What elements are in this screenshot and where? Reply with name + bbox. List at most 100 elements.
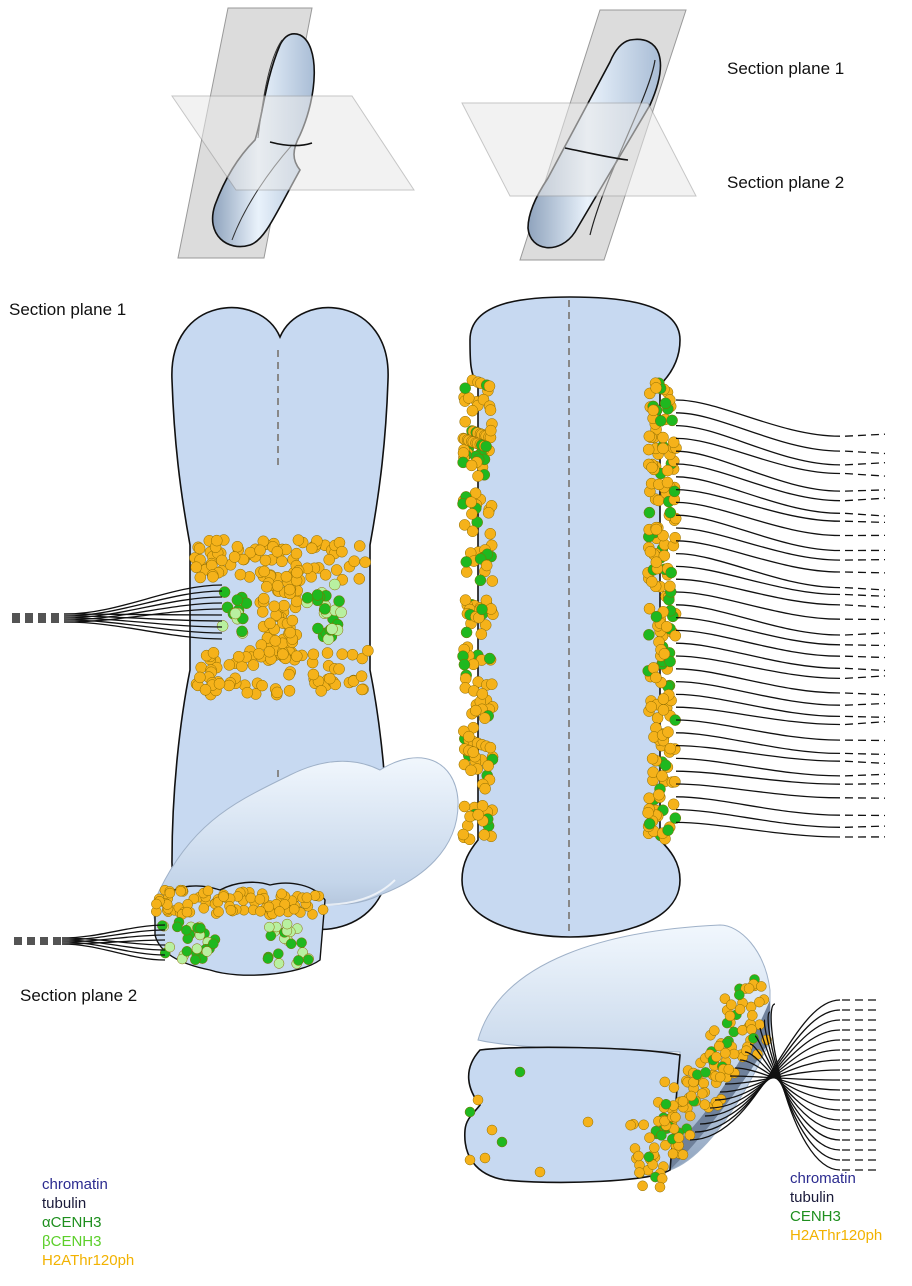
h2athr120ph-dot — [270, 635, 281, 646]
tubulin-fiber-dashed — [845, 560, 885, 561]
h2athr120ph-dot — [284, 685, 295, 696]
h2athr120ph-dot — [182, 907, 192, 917]
h2athr120ph-dot — [291, 651, 302, 662]
edge-dot — [466, 765, 477, 776]
h2athr120ph-dot — [233, 651, 244, 662]
edge-dot — [660, 398, 671, 409]
tubulin-fiber — [676, 771, 840, 784]
cenh3-dot — [329, 579, 340, 590]
edge-dot — [473, 471, 484, 482]
tubulin-fiber — [62, 944, 165, 960]
cenh3-dot — [327, 624, 338, 635]
h2athr120ph-dot — [229, 552, 240, 563]
bottom-left-fibers — [14, 925, 165, 960]
cenh3-dot — [208, 939, 218, 949]
edge-dot — [487, 576, 498, 587]
edge-dot — [662, 465, 673, 476]
scattered-dot — [535, 1167, 545, 1177]
tubulin-fiber-dashed — [845, 434, 885, 436]
h2athr120ph-dot — [272, 546, 283, 557]
legend-left: chromatin tubulin αCENH3 βCENH3 H2AThr12… — [42, 1175, 134, 1270]
h2athr120ph-dot — [151, 899, 161, 909]
edge-dot — [658, 443, 669, 454]
edge-dot — [655, 1182, 665, 1192]
cenh3-dot — [217, 620, 228, 631]
scattered-dot — [487, 1125, 497, 1135]
edge-dot — [473, 809, 484, 820]
edge-dot — [715, 1072, 725, 1082]
h2athr120ph-dot — [269, 601, 280, 612]
legend-left-h2athr120ph: H2AThr120ph — [42, 1251, 134, 1270]
cenh3-dot — [264, 922, 274, 932]
edge-dot — [643, 629, 654, 640]
h2athr120ph-dot — [257, 606, 268, 617]
h2athr120ph-dot — [308, 669, 319, 680]
edge-dot — [467, 405, 478, 416]
scattered-dot — [497, 1137, 507, 1147]
edge-dot — [638, 1181, 648, 1191]
tubulin-fiber-dashed — [845, 463, 885, 465]
tubulin-fiber-dashed — [845, 753, 885, 754]
edge-dot — [668, 1149, 678, 1159]
edge-dot — [645, 546, 656, 557]
tubulin-fiber — [676, 669, 840, 693]
h2athr120ph-dot — [291, 548, 302, 559]
edge-dot — [485, 425, 496, 436]
edge-dot — [486, 679, 497, 690]
h2athr120ph-dot — [277, 889, 287, 899]
edge-dot — [468, 747, 479, 758]
edge-dot — [484, 381, 495, 392]
h2athr120ph-dot — [308, 649, 319, 660]
edge-dot — [670, 630, 681, 641]
edge-dot — [480, 783, 491, 794]
h2athr120ph-dot — [324, 673, 335, 684]
bottom-right-section-3d — [465, 925, 880, 1192]
tubulin-fiber-dashed — [845, 656, 885, 657]
h2athr120ph-dot — [259, 566, 270, 577]
h2athr120ph-dot — [302, 893, 312, 903]
edge-dot — [744, 984, 754, 994]
tubulin-fiber — [676, 438, 840, 473]
h2athr120ph-dot — [279, 600, 290, 611]
legend-right-h2athr120ph: H2AThr120ph — [790, 1226, 882, 1245]
cenh3-dot — [196, 923, 206, 933]
edge-dot — [734, 990, 744, 1000]
section-plane-2-left-label: Section plane 2 — [20, 986, 137, 1006]
h2athr120ph-dot — [232, 541, 243, 552]
tubulin-fiber — [676, 822, 840, 837]
edge-dot — [651, 557, 662, 568]
cenh3-dot — [273, 949, 283, 959]
tubulin-fiber — [676, 682, 840, 706]
cenh3-dot — [303, 955, 313, 965]
h2athr120ph-dot — [165, 888, 175, 898]
h2athr120ph-dot — [331, 565, 342, 576]
cenh3-dot — [192, 944, 202, 954]
h2athr120ph-dot — [322, 648, 333, 659]
h2athr120ph-dot — [284, 669, 295, 680]
edge-dot — [685, 1111, 695, 1121]
h2athr120ph-dot — [194, 672, 205, 683]
tubulin-fiber — [676, 528, 840, 560]
h2athr120ph-dot — [203, 886, 213, 896]
edge-dot — [665, 507, 676, 518]
h2athr120ph-dot — [318, 905, 328, 915]
cenh3-dot — [297, 938, 307, 948]
edge-dot — [747, 1010, 757, 1020]
h2athr120ph-dot — [289, 904, 299, 914]
edge-dot — [466, 497, 477, 508]
tubulin-fiber-dashed — [845, 722, 885, 725]
cenh3-dot — [293, 955, 303, 965]
edge-dot — [720, 1048, 730, 1058]
legend-left-beta-cenh3: βCENH3 — [42, 1232, 134, 1251]
tubulin-fiber-dashed — [845, 490, 885, 491]
edge-dot — [484, 653, 495, 664]
h2athr120ph-dot — [292, 567, 303, 578]
h2athr120ph-dot — [200, 684, 211, 695]
edge-dot — [647, 462, 658, 473]
h2athr120ph-dot — [207, 571, 218, 582]
h2athr120ph-dot — [293, 535, 304, 546]
edge-dot — [463, 731, 474, 742]
edge-dot — [481, 441, 492, 452]
edge-dot — [668, 799, 679, 810]
tubulin-fiber-dashed — [845, 645, 885, 646]
